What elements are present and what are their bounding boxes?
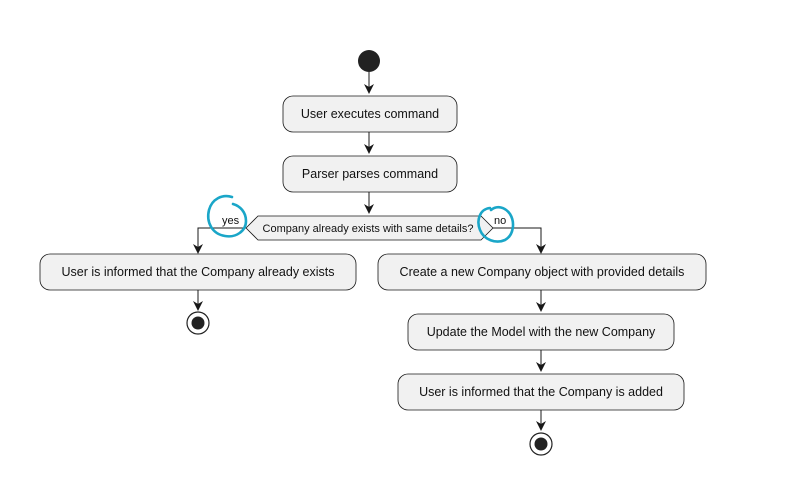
end-node-yes-core <box>191 316 205 330</box>
activity-label-added: User is informed that the Company is add… <box>419 385 663 399</box>
branch-label-yes: yes <box>222 215 240 227</box>
activity-parser-parses-command <box>282 155 458 193</box>
activity-label-parse: Parser parses command <box>302 167 438 181</box>
activity-create-company <box>377 253 707 291</box>
activity-label-create: Create a new Company object with provide… <box>400 265 685 279</box>
activity-label-execute: User executes command <box>301 107 439 121</box>
highlight-annotation-yes <box>206 194 248 238</box>
arrow-decision-yes <box>193 227 246 254</box>
end-node-no-core <box>534 437 548 451</box>
start-node <box>358 50 380 72</box>
activity-label-update: Update the Model with the new Company <box>427 325 656 339</box>
decision-condition-label: Company already exists with same details… <box>263 223 474 235</box>
arrow-decision-no <box>493 227 546 254</box>
activity-user-executes-command <box>282 95 458 133</box>
branch-label-no: no <box>494 215 506 227</box>
highlight-annotation-no <box>477 205 515 243</box>
activity-label-already-exists: User is informed that the Company alread… <box>61 265 334 279</box>
